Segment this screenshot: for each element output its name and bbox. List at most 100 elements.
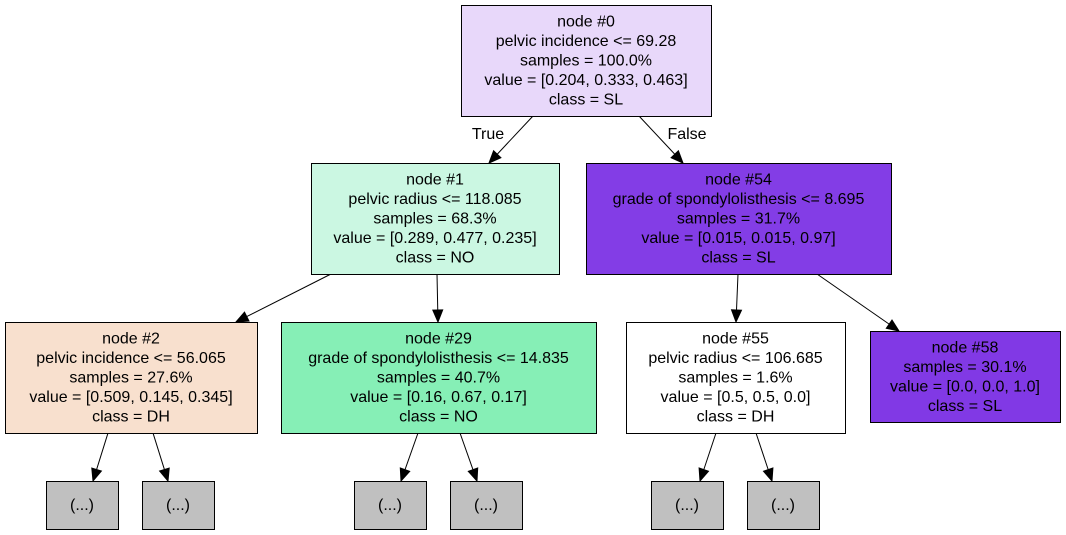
node-text-line: value = [0.5, 0.5, 0.0] <box>661 389 811 406</box>
node-text-line: class = NO <box>396 250 475 267</box>
edge-line <box>638 115 676 155</box>
node-text-line: grade of spondylolisthesis <= 14.835 <box>308 350 569 367</box>
node-text-line: (...) <box>70 497 94 514</box>
arrowhead-icon <box>762 467 774 483</box>
node-box <box>311 163 560 275</box>
edge-line <box>816 273 890 325</box>
node-box <box>142 481 215 530</box>
node-box <box>354 481 427 530</box>
edge-line <box>459 432 474 470</box>
edge-line <box>152 432 165 470</box>
node-text-line: node #1 <box>406 172 464 189</box>
node-text-line: class = SL <box>928 398 1002 415</box>
node-box <box>281 322 597 434</box>
node-text-line: samples = 40.7% <box>377 370 500 387</box>
tree-node-l3: (...) <box>354 481 427 530</box>
node-text-line: samples = 30.1% <box>903 359 1026 376</box>
tree-node-l5: (...) <box>651 481 724 530</box>
arrowhead-icon <box>885 319 901 332</box>
tree-node-n55: node #55 pelvic radius <= 106.685 samples … <box>626 322 846 434</box>
node-text-line: node #54 <box>705 172 772 189</box>
edge-n29-l4 <box>459 432 479 483</box>
edge-label-false: False <box>667 126 706 143</box>
edge-line <box>755 432 769 470</box>
node-text-line: node #29 <box>405 331 472 348</box>
node-text-line: (...) <box>166 497 190 514</box>
node-text-line: samples = 100.0% <box>520 53 652 70</box>
tree-node-n2: node #2 pelvic incidence <= 56.065 samples… <box>5 322 258 434</box>
arrowhead-icon <box>730 309 743 324</box>
tree-node-n54: node #54 grade of spondylolisthesis <= 8.… <box>586 163 892 275</box>
edge-line <box>246 273 332 318</box>
tree-node-n1: node #1 pelvic radius <= 118.085 samples =… <box>311 163 560 275</box>
tree-node-n29: node #29 grade of spondylolisthesis <= 14… <box>281 322 597 434</box>
edge-n55-l6 <box>755 432 774 483</box>
edge-line <box>736 273 739 311</box>
edge-n0-n1 <box>488 115 534 164</box>
arrowhead-icon <box>91 467 103 483</box>
arrowhead-icon <box>670 149 684 164</box>
node-text-line: value = [0.509, 0.145, 0.345] <box>29 389 232 406</box>
node-text-line: class = DH <box>697 409 775 426</box>
node-text-line: samples = 1.6% <box>678 370 792 387</box>
arrowhead-icon <box>488 149 502 164</box>
node-text-line: class = SL <box>701 250 775 267</box>
node-text-line: (...) <box>675 497 699 514</box>
node-box <box>586 163 892 275</box>
edge-n1-n29 <box>432 273 444 324</box>
node-box <box>651 481 724 530</box>
node-text-line: (...) <box>771 497 795 514</box>
node-text-line: samples = 68.3% <box>373 211 496 228</box>
node-text-line: pelvic incidence <= 56.065 <box>36 350 226 367</box>
tree-node-n0: node #0 pelvic incidence <= 69.28 samples … <box>461 5 712 117</box>
edge-n2-l2 <box>152 432 170 483</box>
edge-line <box>703 432 717 470</box>
tree-node-l4: (...) <box>450 481 523 530</box>
node-text-line: class = NO <box>399 409 478 426</box>
node-text-line: node #2 <box>102 331 160 348</box>
edge-n54-n58 <box>816 273 901 332</box>
edge-n0-n54 <box>638 115 684 164</box>
edge-line <box>436 273 439 311</box>
node-text-line: class = DH <box>92 409 170 426</box>
node-text-line: node #55 <box>702 331 769 348</box>
edge-n54-n55 <box>730 273 743 324</box>
node-box <box>747 481 820 530</box>
node-box <box>5 322 258 434</box>
node-text-line: pelvic incidence <= 69.28 <box>496 33 677 50</box>
node-text-line: value = [0.204, 0.333, 0.463] <box>484 72 687 89</box>
arrowhead-icon <box>467 467 479 483</box>
node-box <box>461 5 712 117</box>
node-text-line: samples = 27.6% <box>69 370 192 387</box>
node-text-line: pelvic radius <= 106.685 <box>648 350 822 367</box>
node-text-line: value = [0.0, 0.0, 1.0] <box>890 378 1040 395</box>
edge-line <box>96 432 109 470</box>
node-box <box>46 481 119 530</box>
node-box <box>870 331 1061 423</box>
node-box <box>450 481 523 530</box>
node-text-line: node #0 <box>557 14 615 31</box>
tree-node-n58: node #58 samples = 30.1% value = [0.0, 0.0… <box>870 331 1061 423</box>
node-text-line: (...) <box>378 497 402 514</box>
node-text-line: value = [0.289, 0.477, 0.235] <box>333 230 536 247</box>
node-text-line: grade of spondylolisthesis <= 8.695 <box>613 191 865 208</box>
node-text-line: value = [0.16, 0.67, 0.17] <box>350 389 527 406</box>
node-text-line: pelvic radius <= 118.085 <box>348 191 521 208</box>
arrowhead-icon <box>432 309 444 324</box>
tree-node-l1: (...) <box>46 481 119 530</box>
edge-label-true: True <box>472 126 504 143</box>
edge-n29-l3 <box>399 432 419 483</box>
arrowhead-icon <box>158 467 170 483</box>
node-text-line: node #58 <box>932 339 999 356</box>
node-text-line: value = [0.015, 0.015, 0.97] <box>641 230 835 247</box>
edge-line <box>404 432 419 470</box>
node-text-line: (...) <box>474 497 498 514</box>
node-text-line: samples = 31.7% <box>677 211 800 228</box>
edge-n55-l5 <box>698 432 717 483</box>
edge-line <box>496 115 534 155</box>
edge-n1-n2 <box>234 273 332 323</box>
node-box <box>626 322 846 434</box>
tree-node-l6: (...) <box>747 481 820 530</box>
arrowhead-icon <box>399 467 411 483</box>
